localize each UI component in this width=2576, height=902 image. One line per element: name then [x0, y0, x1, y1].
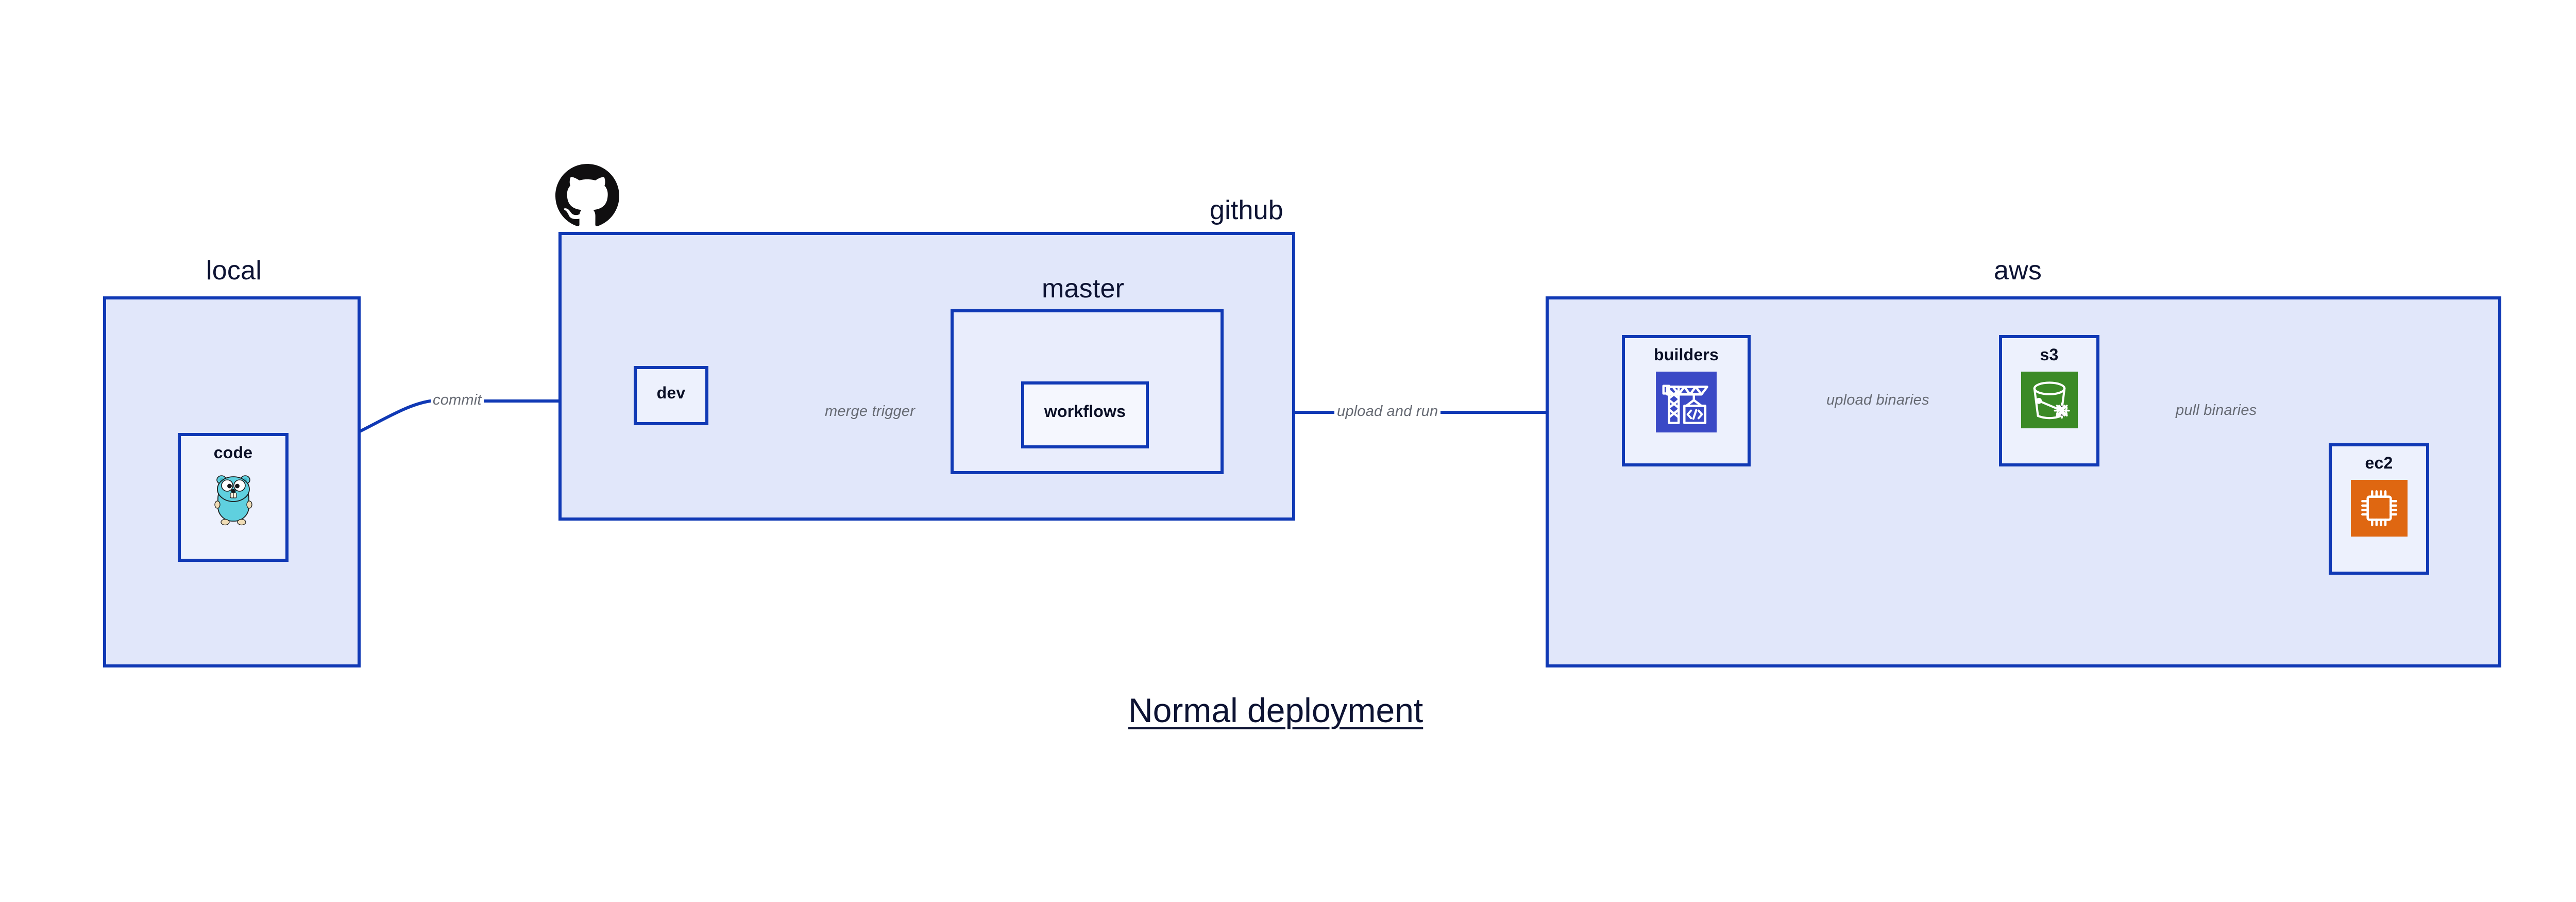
s3-bucket-icon: [2021, 372, 2078, 428]
go-gopher-icon: [214, 475, 252, 526]
node-label-builders: builders: [1653, 345, 1719, 364]
edge-label-merge-trigger: merge trigger: [822, 403, 918, 420]
edge-label-upload-and-run: upload and run: [1334, 403, 1441, 420]
node-label-code: code: [213, 443, 253, 462]
node-label-s3: s3: [2040, 345, 2059, 364]
cpu-chip-icon: [2350, 480, 2408, 537]
group-label-github: github: [1210, 195, 1283, 225]
node-builders[interactable]: builders: [1622, 335, 1751, 466]
node-label-dev: dev: [656, 383, 686, 402]
node-code[interactable]: code: [178, 433, 289, 562]
edge-label-pull-binaries: pull binaries: [2173, 402, 2260, 419]
node-label-ec2: ec2: [2365, 454, 2393, 472]
edge-label-commit: commit: [431, 392, 484, 409]
node-label-workflows: workflows: [1044, 402, 1126, 421]
node-ec2[interactable]: ec2: [2329, 443, 2429, 575]
node-s3[interactable]: s3: [1999, 335, 2099, 466]
diagram-title: Normal deployment: [1128, 691, 1423, 729]
group-label-local: local: [206, 256, 262, 286]
edge-label-upload-binaries: upload binaries: [1824, 392, 1932, 409]
group-label-master: master: [1042, 274, 1125, 304]
node-workflows[interactable]: workflows: [1021, 381, 1149, 448]
github-octocat-logo: [555, 164, 619, 226]
node-dev[interactable]: dev: [634, 366, 708, 425]
group-label-aws: aws: [1994, 256, 2042, 286]
crane-code-icon: [1656, 372, 1717, 432]
